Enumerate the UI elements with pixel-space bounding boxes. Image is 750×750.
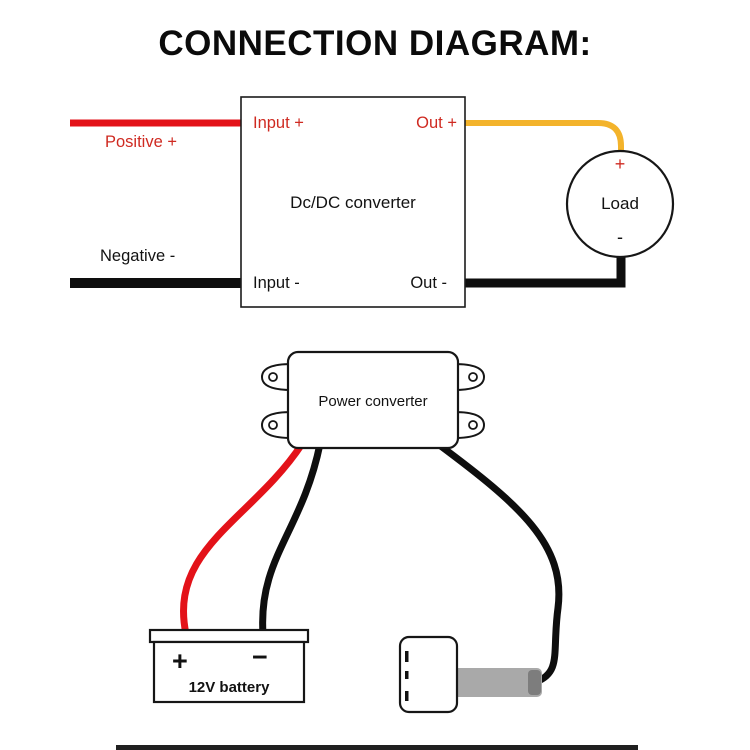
load-plus-label: + [614,154,626,174]
mounting-hole-icon [268,372,278,382]
phone-icon [398,635,542,714]
input-plus-label: Input + [253,114,304,132]
bottom-edge [116,745,638,750]
page-title: CONNECTION DIAGRAM: [158,24,592,63]
power-converter-body [286,350,460,450]
power-converter-label: Power converter [318,393,428,410]
battery-label: 12V battery [188,679,270,696]
positive-wire-label: Positive + [105,133,177,151]
output-positive-wire [457,120,624,155]
negative-wire-label: Negative - [100,247,176,265]
load-circle [565,149,675,259]
out-minus-label: Out - [410,274,447,292]
dcdc-converter-box [240,96,466,308]
load-label: Load [601,194,639,213]
battery-negative-wire [259,440,324,638]
usb-plug-icon [450,668,542,697]
phone-button-mid [405,671,409,679]
phone-button-bottom [405,691,409,701]
plug-strain-relief [528,670,541,695]
battery-lid [148,628,310,644]
mounting-hole-icon [468,372,478,382]
dcdc-converter-label: Dc/DC converter [290,193,416,212]
mounting-hole-icon [468,420,478,430]
battery-plus-label: + [172,646,188,676]
power-converter-icon [260,350,486,450]
output-negative-wire [460,256,626,288]
phone-button-top [405,651,409,662]
device-power-wire [434,440,563,686]
battery-body [152,640,306,704]
mounting-hole-icon [268,420,278,430]
input-minus-label: Input - [253,274,300,292]
load-minus-label: - [617,227,623,247]
out-plus-label: Out + [416,114,457,132]
battery-minus-label: − [252,642,268,672]
phone-body [398,635,459,714]
battery-icon [148,628,310,704]
battery-positive-wire [180,440,306,638]
